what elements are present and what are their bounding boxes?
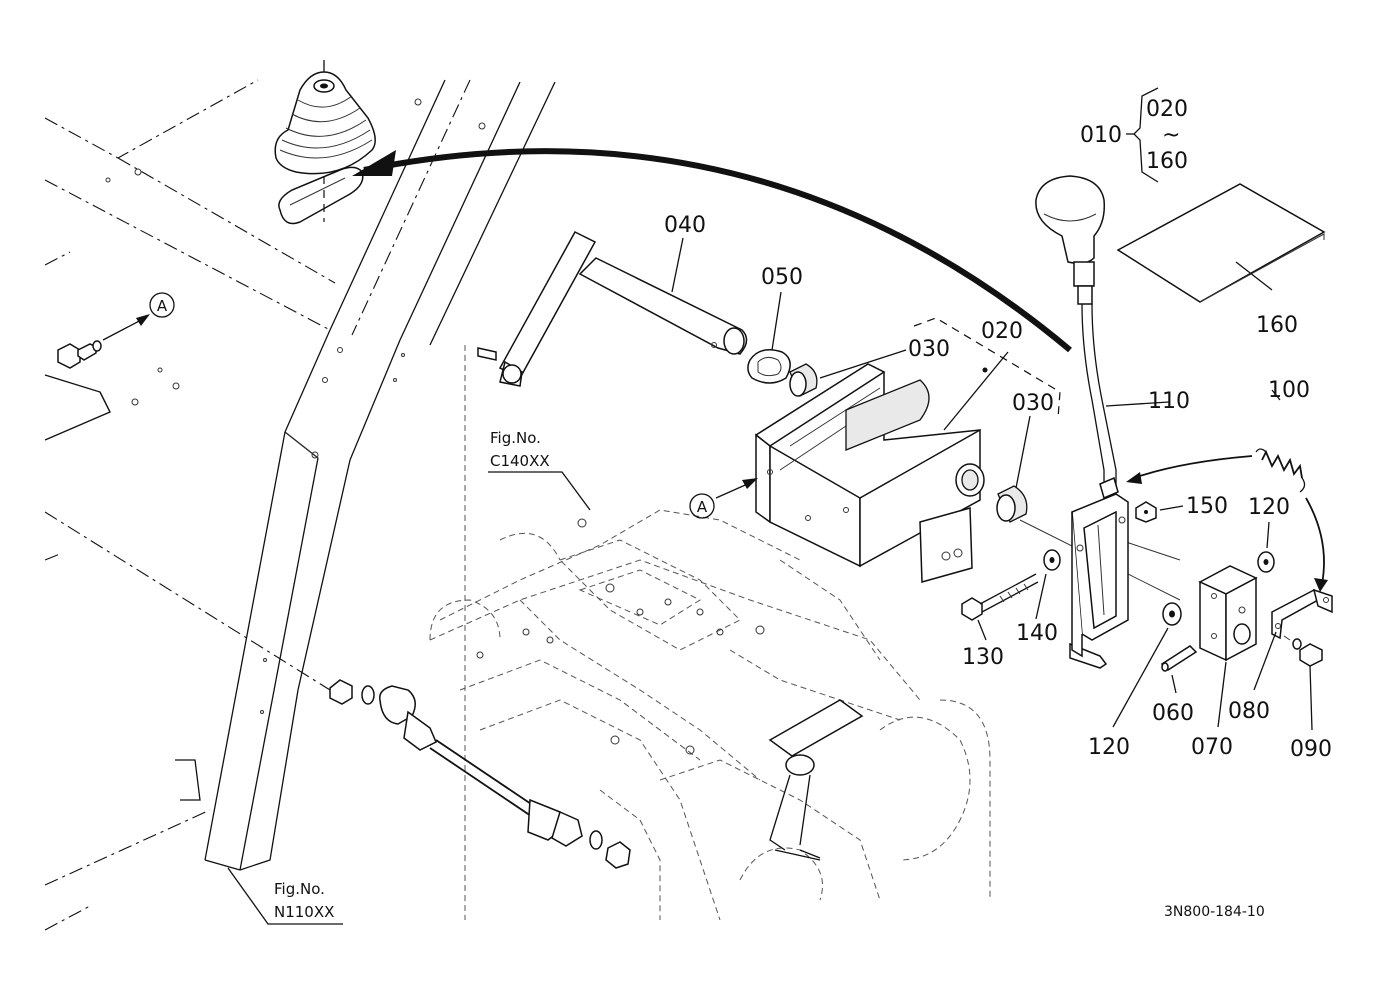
label-040: 040 — [664, 213, 706, 238]
part-130-bolt — [961, 573, 1039, 621]
cable-rod — [329, 679, 631, 869]
part-040-lever — [477, 231, 748, 387]
label-120-a: 120 — [1248, 495, 1290, 520]
part-060-pin — [1160, 645, 1198, 672]
part-110-shift-lever — [1035, 175, 1129, 669]
part-030-bush-b — [996, 485, 1028, 523]
transmission-housing — [429, 345, 991, 921]
label-100: 100 — [1268, 378, 1310, 403]
assembly-from: 020 — [1146, 97, 1188, 122]
figure-ref-c140-line2: C140XX — [490, 452, 550, 470]
view-marker-label: A — [157, 297, 168, 315]
label-030-b: 030 — [1012, 391, 1054, 416]
part-090-bolt — [1283, 635, 1323, 667]
view-marker-a-left: A — [149, 292, 175, 318]
label-130: 130 — [962, 645, 1004, 670]
part-140-washer — [1043, 549, 1061, 571]
figure-ref-c140: Fig.No. C140XX — [488, 429, 591, 511]
part-050-collar — [747, 349, 791, 384]
part-labels: 040 050 030 020 030 110 160 100 150 120 … — [664, 213, 1332, 762]
shift-fork — [768, 699, 864, 861]
assembly-to: 160 — [1146, 149, 1188, 174]
frame-member — [105, 79, 556, 871]
label-140: 140 — [1016, 621, 1058, 646]
assembly-parent: 010 — [1080, 123, 1122, 148]
view-marker-label: A — [697, 498, 708, 516]
assembly-arrow — [352, 148, 1072, 353]
figure-ref-c140-line1: Fig.No. — [490, 429, 541, 447]
leader-lines — [671, 237, 1313, 731]
figure-ref-n110-line2: N110XX — [274, 903, 334, 921]
shift-boot — [274, 60, 376, 225]
label-120-b: 120 — [1088, 735, 1130, 760]
label-060: 060 — [1152, 701, 1194, 726]
label-110: 110 — [1148, 389, 1190, 414]
label-150: 150 — [1186, 494, 1228, 519]
part-100-spring — [1126, 448, 1328, 592]
label-080: 080 — [1228, 699, 1270, 724]
part-120-washer-a — [1257, 551, 1275, 573]
axis-line-2 — [1119, 539, 1181, 561]
part-070-block — [1198, 565, 1258, 662]
floor-panel — [44, 79, 336, 931]
part-160-label — [1116, 183, 1326, 303]
bolt-left — [57, 314, 150, 369]
label-030-a: 030 — [908, 337, 950, 362]
label-070: 070 — [1191, 735, 1233, 760]
part-080-bracket — [1271, 588, 1333, 640]
part-150-nut — [1135, 501, 1157, 523]
figure-ref-n110-line1: Fig.No. — [274, 880, 325, 898]
assembly-arrow-a — [715, 478, 758, 499]
part-030-bush-a — [789, 363, 818, 397]
assembly-tilde: ~ — [1162, 123, 1180, 148]
view-marker-a-center: A — [689, 493, 715, 519]
assembly-bracket — [1126, 87, 1159, 183]
label-050: 050 — [761, 265, 803, 290]
figure-ref-n110: Fig.No. N110XX — [227, 867, 343, 925]
label-020: 020 — [981, 319, 1023, 344]
label-090: 090 — [1290, 737, 1332, 762]
label-160: 160 — [1256, 313, 1298, 338]
assembly-label: 010 020 ~ 160 — [1080, 97, 1188, 174]
part-020-bracket — [754, 363, 988, 583]
document-id: 3N800-184-10 — [1164, 904, 1265, 920]
part-120-washer-b — [1162, 602, 1182, 626]
